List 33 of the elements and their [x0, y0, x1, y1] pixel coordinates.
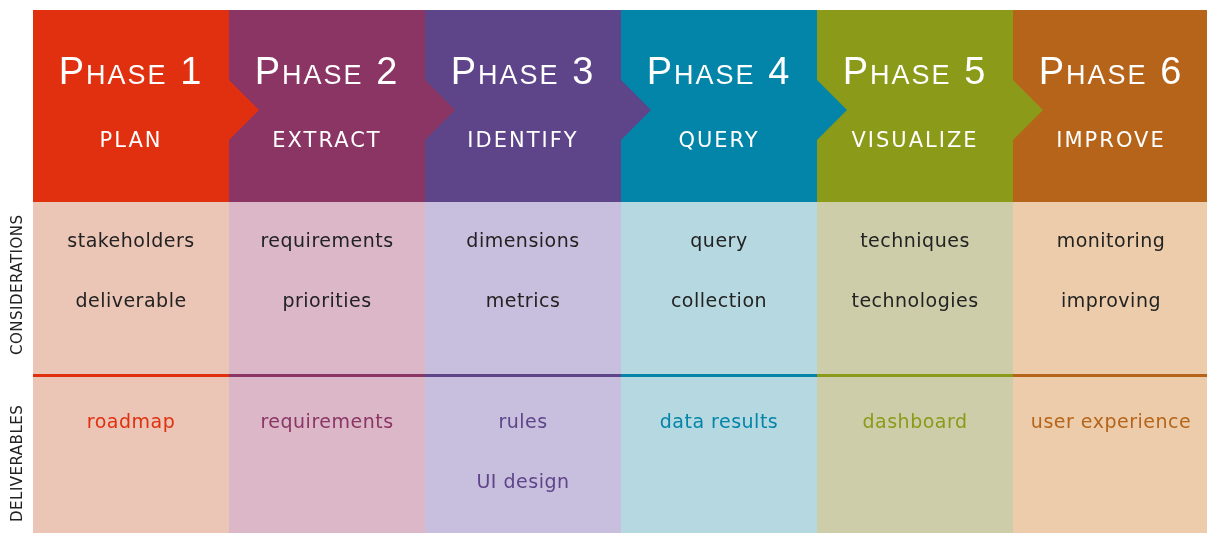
cell-text: techniques [859, 229, 971, 251]
cell-text: UI design [475, 470, 571, 492]
cell-text: requirements [259, 410, 395, 432]
cell-text: metrics [484, 289, 562, 311]
phase-title: Phase 4 [645, 50, 793, 93]
cell-text: collection [669, 289, 769, 311]
phase-title: Phase 1 [57, 50, 205, 93]
phase-name: VISUALIZE [850, 128, 980, 152]
phase-title: Phase 6 [1037, 50, 1185, 93]
cell-text: dimensions [465, 229, 581, 251]
cell-text: data results [658, 410, 780, 432]
cell-text: requirements [259, 229, 395, 251]
cell-text: dashboard [861, 410, 969, 432]
phase-name: IMPROVE [1055, 128, 1167, 152]
cell-text: monitoring [1055, 229, 1167, 251]
phase-name: IDENTIFY [466, 128, 580, 152]
row-heading: DELIVERABLES [8, 404, 26, 522]
cell-text: priorities [281, 289, 373, 311]
cell-text: rules [497, 410, 549, 432]
phase-name: PLAN [98, 128, 164, 152]
cell-text: user experience [1029, 410, 1193, 432]
cell-text: query [689, 229, 749, 251]
phase-title: Phase 5 [841, 50, 989, 93]
phase-title: Phase 3 [449, 50, 597, 93]
phase-name: EXTRACT [271, 128, 383, 152]
phase-name: QUERY [677, 128, 761, 152]
phase-title: Phase 2 [253, 50, 401, 93]
cell-text: technologies [850, 289, 980, 311]
cell-text: deliverable [74, 289, 188, 311]
cell-text: roadmap [85, 410, 177, 432]
cell-text: improving [1060, 289, 1162, 311]
row-heading: CONSIDERATIONS [8, 214, 26, 355]
cell-text: stakeholders [66, 229, 196, 251]
